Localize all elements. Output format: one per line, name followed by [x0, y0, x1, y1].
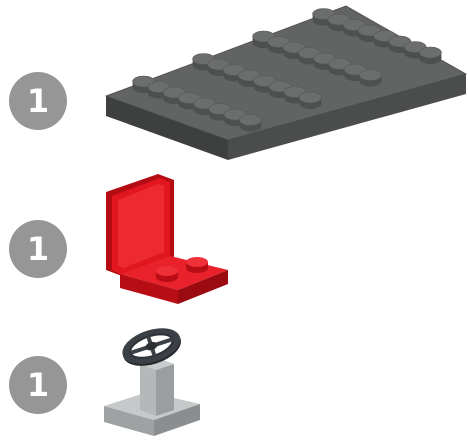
dark-gray-plate-4x8-icon: [104, 5, 468, 160]
quantity-label: 1: [26, 366, 50, 404]
plate-stud: [239, 114, 262, 132]
quantity-badge: 1: [9, 356, 67, 414]
plate-stud: [358, 24, 381, 42]
quantity-badge: 1: [9, 72, 67, 130]
part-row-seat: 1: [0, 170, 468, 320]
steering-wheel-on-gray-bracket-icon: [104, 328, 200, 436]
red-minifig-seat-icon: [106, 174, 228, 304]
quantity-badge: 1: [9, 220, 67, 278]
part-row-plate: 1: [0, 0, 468, 170]
plate-stud: [419, 46, 442, 64]
plate-stud: [299, 91, 322, 109]
plate-stud: [359, 69, 382, 87]
part-row-steering-wheel: 1: [0, 320, 468, 443]
quantity-label: 1: [26, 230, 50, 268]
quantity-label: 1: [26, 82, 50, 120]
